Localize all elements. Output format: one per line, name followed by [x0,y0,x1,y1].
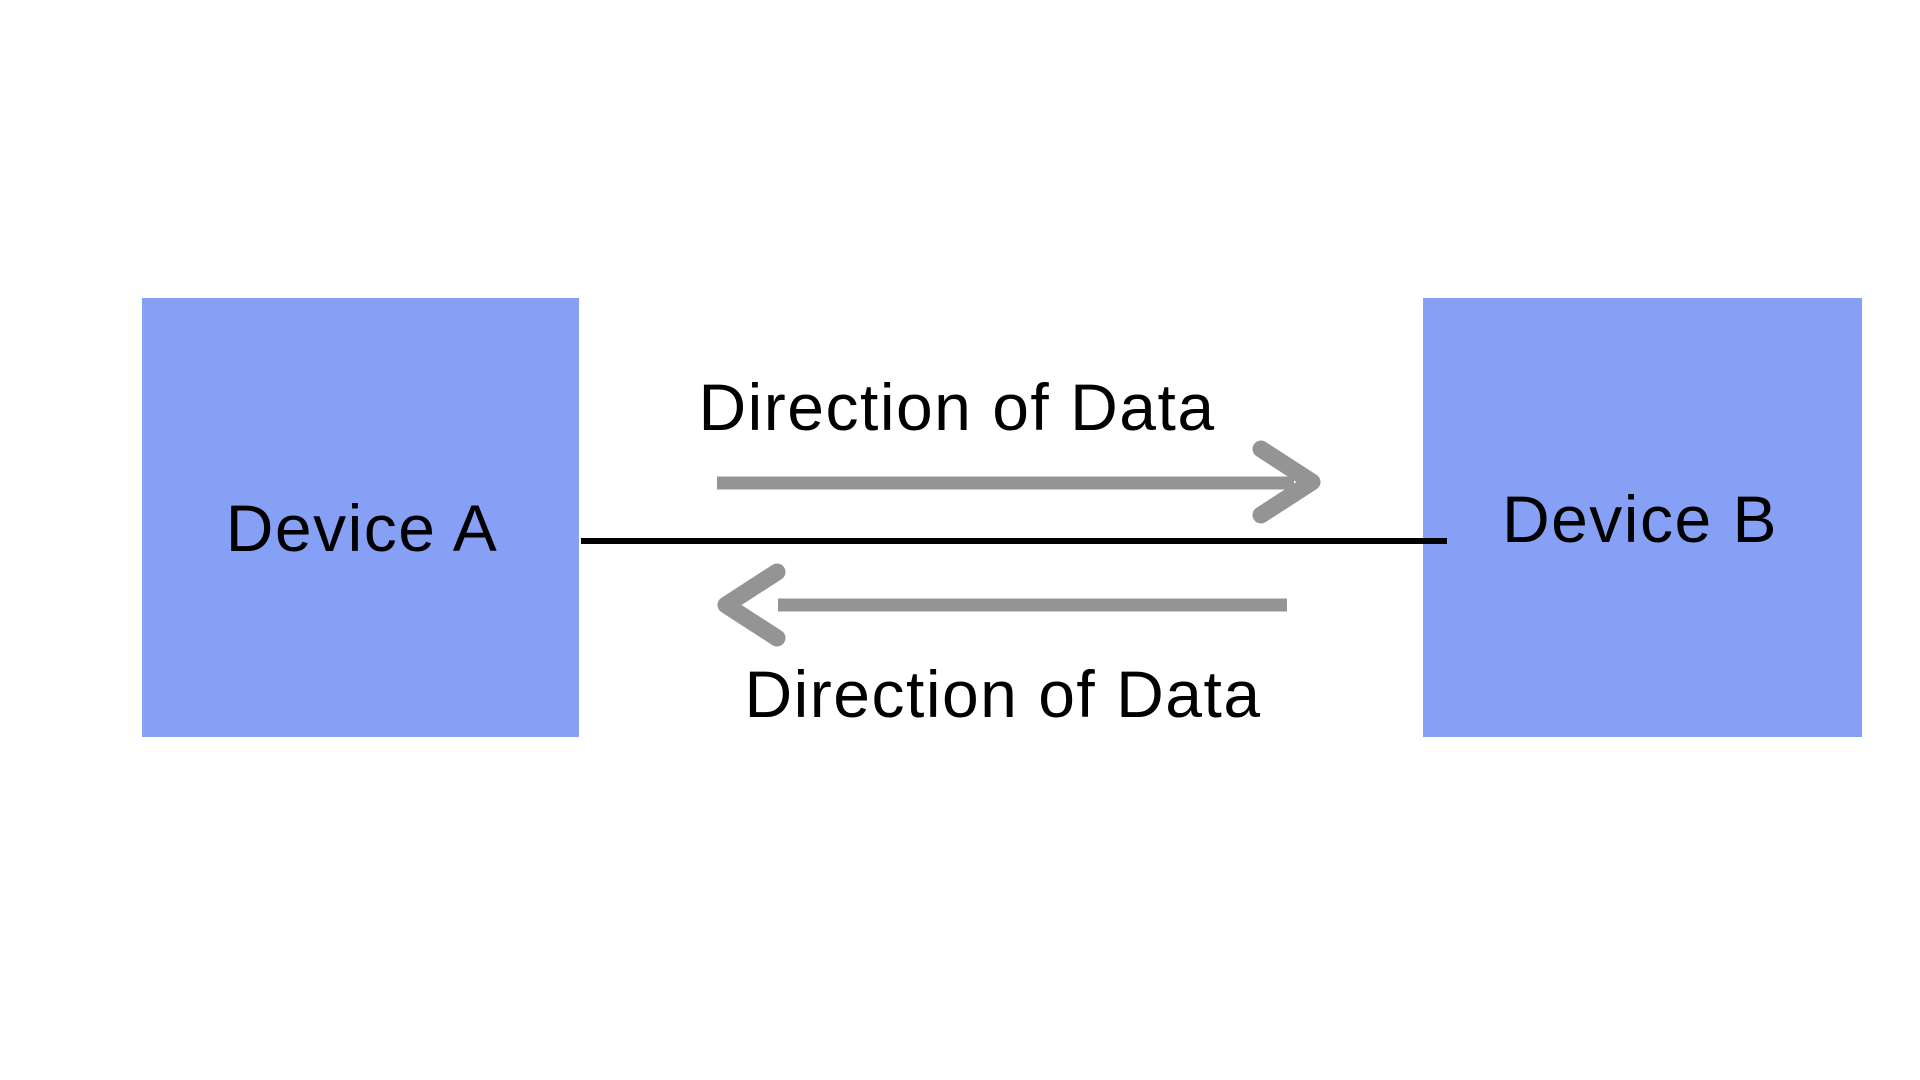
arrow-right-head [1252,440,1321,524]
device-b-label: Device B [1502,482,1778,556]
arrow-right-icon [717,440,1321,524]
device-b-box [1423,298,1862,737]
device-a-label: Device A [226,491,498,565]
arrow-left-head [717,563,786,647]
flow-right-label: Direction of Data [698,370,1215,444]
flow-left-label: Direction of Data [744,657,1261,731]
device-a-box [142,298,579,737]
arrow-left-icon [717,563,1287,647]
